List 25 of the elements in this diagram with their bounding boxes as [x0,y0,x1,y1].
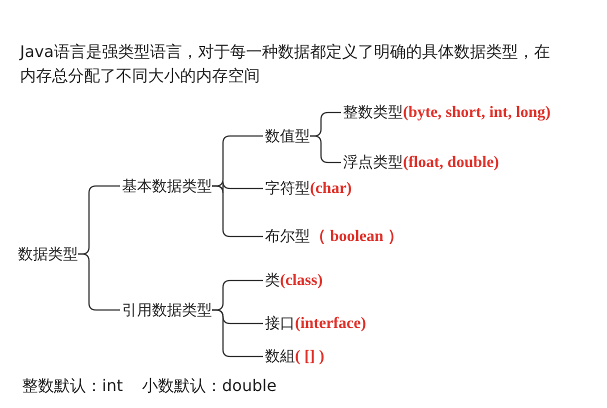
type-label: 数組 [265,347,295,365]
keyword-list: (float, double) [403,154,499,171]
description-text: Java语言是强类型语言，对于每一种数据都定义了明确的具体数据类型，在内存总分配了不同大小的内存空间 [20,41,551,87]
keyword-list: （ boolean ） [310,228,404,245]
category-label: 基本数据类型 [122,176,212,196]
type-label: 字符型 [265,179,310,197]
keyword-list: (char) [310,180,352,197]
note-text: 小数默认：double [142,375,277,397]
brace-line [212,185,263,238]
brace-line [212,309,263,358]
note-text: 整数默认：int [22,375,123,397]
type-label: 整数类型 [343,103,403,121]
keyword-list: ( [] ) [295,348,324,365]
brace-line [310,135,341,164]
type-label: 浮点类型 [343,153,403,171]
category-label: 数值型 [265,126,310,146]
category-label: 数据类型 [18,244,78,264]
category-label: 引用数据类型 [122,300,212,320]
type-label: 接口 [265,314,295,332]
keyword-list: (class) [280,272,323,289]
keyword-list: (interface) [295,315,366,332]
type-label: 布尔型 [265,227,310,245]
type-label: 类 [265,271,280,289]
brace-line [78,253,120,311]
keyword-list: (byte, short, int, long) [403,104,551,121]
